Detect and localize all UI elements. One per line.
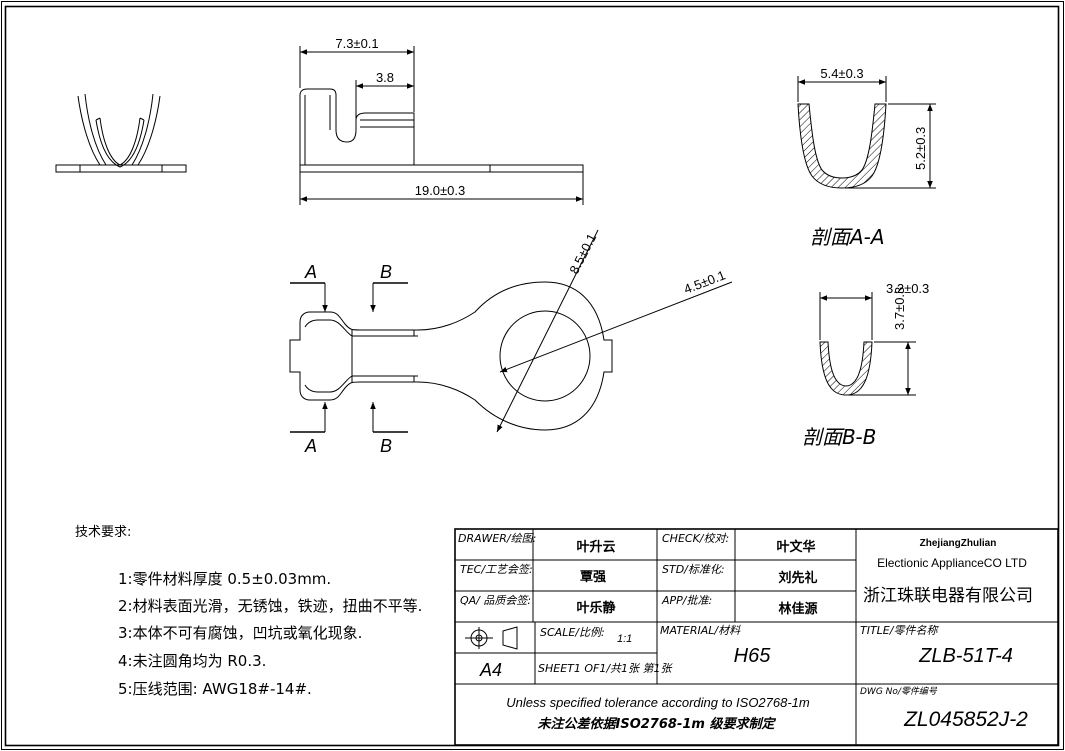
tec-value: 覃强 xyxy=(580,570,606,585)
tolerance-cn: 未注公差依据ISO2768-1m 级要求制定 xyxy=(538,716,777,732)
scale-label: SCALE/比例: xyxy=(540,626,605,639)
dim-bb-width: 3.2±0.3 xyxy=(886,281,929,296)
dim-total-length: 19.0±0.3 xyxy=(415,183,466,198)
section-mark-a-top: A xyxy=(304,262,317,282)
app-value: 林佳源 xyxy=(778,601,817,617)
company-en-1: ZhejiangZhulian xyxy=(920,538,997,549)
dim-aa-height: 5.2±0.3 xyxy=(913,127,928,170)
company-en-2: Electionic ApplianceCO LTD xyxy=(877,556,1027,570)
title-label: TITLE/零件名称 xyxy=(860,624,939,637)
drawer-label: DRAWER/绘图: xyxy=(458,532,536,545)
section-mark-b-bottom: B xyxy=(380,436,392,456)
section-mark-b-top: B xyxy=(380,262,392,282)
paper-size: A4 xyxy=(479,660,502,680)
section-aa: 5.4±0.3 5.2±0.3 剖面A-A xyxy=(797,66,936,249)
company-cn: 浙江珠联电器有限公司 xyxy=(863,586,1033,606)
std-label: STD/标准化: xyxy=(662,563,725,576)
std-value: 刘先礼 xyxy=(778,570,817,586)
profile-view: 7.3±0.1 3.8 19.0±0.3 xyxy=(299,36,584,205)
dim-top-width: 7.3±0.1 xyxy=(335,36,378,51)
tech-note-3: 3:本体不可有腐蚀，凹坑或氧化现象. xyxy=(118,624,362,642)
app-label: APP/批准: xyxy=(661,594,712,607)
tech-note-4: 4:未注圆角均为 R0.3. xyxy=(118,652,266,670)
material-value: H65 xyxy=(734,645,772,667)
plan-view: A A B B 8.5±0.1 4.5±0.1 xyxy=(289,229,733,456)
tech-note-1: 1:零件材料厚度 0.5±0.03mm. xyxy=(118,570,331,588)
tech-notes: 技术要求: 1:零件材料厚度 0.5±0.03mm. 2:材料表面光滑，无锈蚀，… xyxy=(75,525,422,698)
dim-bb-height: 3.7±0.3 xyxy=(892,287,907,330)
tec-label: TEC/工艺会签: xyxy=(460,563,533,576)
sheet-info: SHEET1 OF1/共1张 第1张 xyxy=(538,662,674,675)
tolerance-en: Unless specified tolerance according to … xyxy=(506,695,810,710)
part-title: ZLB-51T-4 xyxy=(918,645,1013,667)
dim-aa-width: 5.4±0.3 xyxy=(820,66,863,81)
dwg-number: ZL045852J-2 xyxy=(903,708,1028,731)
title-block: DRAWER/绘图: 叶升云 CHECK/校对: 叶文华 TEC/工艺会签: 覃… xyxy=(454,528,1059,746)
drawer-value: 叶升云 xyxy=(576,539,615,555)
projection-symbol-icon xyxy=(465,626,518,650)
check-label: CHECK/校对: xyxy=(662,532,729,545)
qa-label: QA/ 品质会签: xyxy=(460,594,531,607)
section-bb: 3.2±0.3 3.7±0.3 剖面B-B xyxy=(802,281,929,449)
check-value: 叶文华 xyxy=(776,539,815,555)
section-aa-title: 剖面A-A xyxy=(810,225,885,249)
dwg-label: DWG No/零件编号 xyxy=(860,686,938,697)
tech-note-5: 5:压线范围: AWG18#-14#. xyxy=(118,680,312,698)
dim-ring-outer: 8.5±0.1 xyxy=(566,231,599,276)
qa-value: 叶乐静 xyxy=(576,600,615,616)
tech-notes-title: 技术要求: xyxy=(75,525,131,540)
side-view xyxy=(55,93,187,173)
section-bb-title: 剖面B-B xyxy=(802,425,876,449)
tech-note-2: 2:材料表面光滑，无锈蚀，铁迹，扭曲不平等. xyxy=(118,597,422,615)
section-mark-a-bottom: A xyxy=(304,436,317,456)
dim-slot-width: 3.8 xyxy=(376,70,394,85)
material-label: MATERIAL/材料 xyxy=(660,624,741,637)
scale-value: 1:1 xyxy=(617,633,632,645)
